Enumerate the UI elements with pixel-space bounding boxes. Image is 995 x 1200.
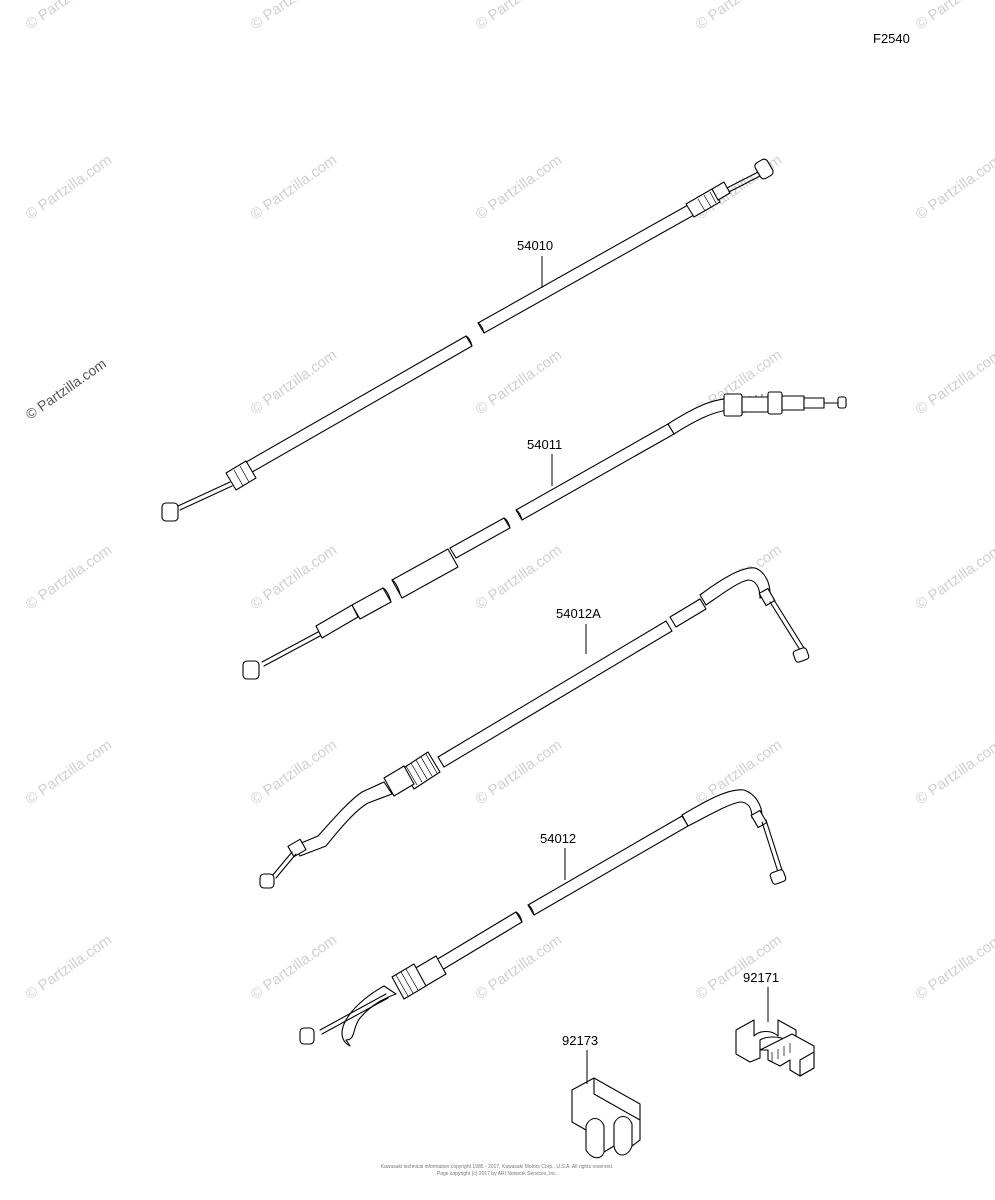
figure-code: F2540 [873, 31, 910, 46]
watermark-layer: © Partzilla.com © Partzilla.com © Partzi… [23, 0, 995, 1003]
watermark: © Partzilla.com [248, 346, 341, 418]
watermark: © Partzilla.com [473, 736, 566, 808]
part-label-54012[interactable]: 54012 [540, 831, 576, 846]
watermark: © Partzilla.com [248, 151, 341, 223]
watermark: © Partzilla.com [913, 541, 995, 613]
watermark: © Partzilla.com [473, 346, 566, 418]
cable-54012A[interactable] [259, 567, 810, 889]
cable-54011[interactable] [242, 391, 847, 680]
watermark: © Partzilla.com [248, 541, 341, 613]
watermark: © Partzilla.com [473, 151, 566, 223]
part-label-92173[interactable]: 92173 [562, 1033, 598, 1048]
part-label-54012A[interactable]: 54012A [556, 606, 601, 621]
part-label-54010[interactable]: 54010 [517, 238, 553, 253]
watermark: © Partzilla.com [913, 931, 995, 1003]
part-label-54011[interactable]: 54011 [527, 437, 562, 452]
watermark: © Partzilla.com [913, 0, 995, 33]
copyright-line-1: Kawasaki technical information copyright… [381, 1164, 614, 1170]
watermark: © Partzilla.com [248, 0, 341, 33]
watermark: © Partzilla.com [23, 931, 116, 1003]
watermark: © Partzilla.com [473, 0, 566, 33]
watermark: © Partzilla.com [693, 931, 786, 1003]
watermark: © Partzilla.com [693, 0, 786, 33]
part-label-92171[interactable]: 92171 [743, 970, 779, 985]
watermark: © Partzilla.com [248, 736, 341, 808]
copyright-line-2: Page copyright (c) 2017 by ARI Network S… [437, 1171, 557, 1177]
watermark: © Partzilla.com [473, 541, 566, 613]
watermark: © Partzilla.com [23, 541, 116, 613]
watermark: © Partzilla.com [913, 346, 995, 418]
cable-54012[interactable] [299, 789, 787, 1047]
watermark: © Partzilla.com [23, 0, 116, 33]
watermark: © Partzilla.com [913, 736, 995, 808]
cable-54010[interactable] [161, 158, 775, 522]
watermark: © Partzilla.com [913, 151, 995, 223]
watermark: © Partzilla.com [23, 151, 116, 223]
side-watermark: © Partzilla.com [23, 355, 109, 422]
watermark: © Partzilla.com [23, 736, 116, 808]
watermark: © Partzilla.com [248, 931, 341, 1003]
clamp-92173[interactable] [571, 1077, 641, 1159]
clamp-92171[interactable] [735, 1019, 815, 1077]
